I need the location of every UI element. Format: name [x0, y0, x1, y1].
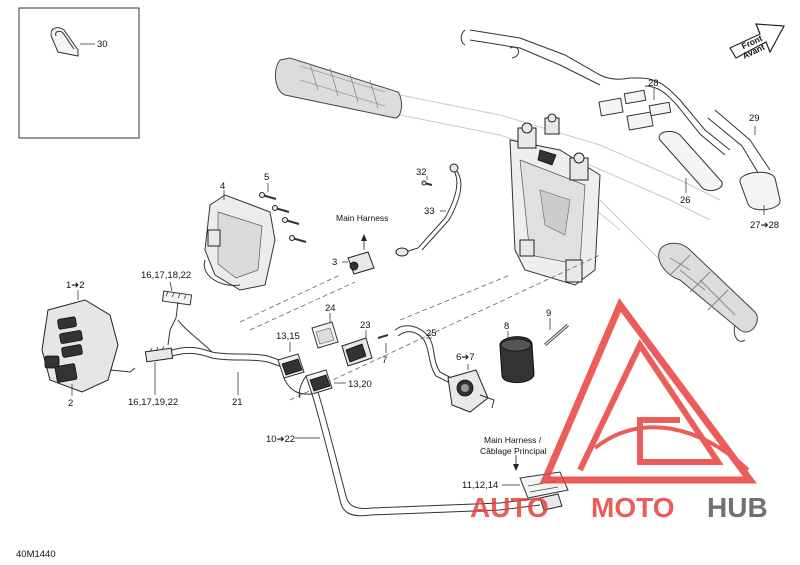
callout-25: 25	[426, 328, 437, 339]
callout-33: 33	[424, 206, 435, 217]
callout-29: 29	[749, 113, 760, 124]
part-4-housing	[203, 190, 276, 291]
part-23-24-connectors	[311, 313, 389, 367]
drawing-code: 40M1440	[16, 549, 56, 560]
callout-28: 28	[648, 78, 659, 89]
routing-dashes	[239, 254, 601, 401]
watermark-word-hub: HUB	[707, 492, 768, 523]
part-21-harness	[171, 319, 286, 395]
part-13-connectors	[277, 342, 346, 395]
part-16-22-connectors	[144, 281, 193, 395]
front-direction-arrow	[729, 23, 785, 59]
part-29-cable	[707, 109, 781, 215]
callout-27-28: 27➔28	[750, 220, 779, 231]
part-25-wiring	[394, 325, 456, 385]
callout-16-17-19-22: 16,17,19,22	[128, 397, 178, 408]
watermark-word-moto: MOTO	[591, 492, 674, 523]
throttle-tube	[460, 29, 640, 86]
watermark-logo: AUTO MOTO HUB	[470, 298, 768, 523]
callout-13-15: 13,15	[276, 331, 300, 342]
callout-1-2: 1➔2	[66, 280, 85, 291]
part-26-sleeve	[658, 130, 723, 193]
watermark-triangle-outer	[539, 298, 757, 484]
callout-3: 3	[332, 257, 337, 268]
callout-11-12-14: 11,12,14	[462, 480, 498, 491]
connectors-28	[598, 77, 731, 156]
part-9-pin	[544, 318, 569, 347]
callout-16-17-18-22: 16,17,18,22	[141, 270, 191, 281]
callout-5: 5	[264, 172, 269, 183]
main-harness-label: Main Harness	[336, 213, 388, 223]
callout-26: 26	[680, 195, 691, 206]
callout-23: 23	[360, 320, 371, 331]
part-1-2-switch-housing	[41, 290, 136, 396]
main-harness-bilingual-label-line1: Main Harness /	[484, 435, 542, 445]
callout-30: 30	[97, 39, 108, 50]
callout-32: 32	[416, 167, 427, 178]
part-5-screws	[259, 183, 307, 243]
watermark-word-auto: AUTO	[470, 492, 549, 523]
part-8-cap	[499, 331, 535, 383]
callout-13-20: 13,20	[348, 379, 372, 390]
callout-6-7: 6➔7	[456, 352, 475, 363]
callout-7: 7	[382, 355, 387, 366]
part-33-ground-strap	[395, 163, 462, 257]
watermark-triangle-inner	[577, 338, 724, 472]
watermark-swoosh	[593, 425, 750, 472]
steering-riser	[509, 113, 601, 286]
callout-2: 2	[68, 398, 73, 409]
right-grip	[658, 242, 758, 342]
callout-8: 8	[504, 321, 509, 332]
callout-24: 24	[325, 303, 336, 314]
callout-9: 9	[546, 308, 551, 319]
part-10-22-harness	[295, 375, 541, 517]
part-6-7-switch	[447, 364, 495, 413]
callout-10-22: 10➔22	[266, 434, 295, 445]
main-harness-bilingual-label-line2: Câblage Principal	[480, 446, 547, 456]
callout-21: 21	[232, 397, 243, 408]
callout-4: 4	[220, 181, 225, 192]
left-grip	[274, 57, 403, 119]
part-3-connector	[342, 234, 375, 275]
inset-box-part-30	[18, 7, 140, 139]
callout-labels: 30 28 29 26 27➔28 4 5 32 33 3 1➔2 2 16,1…	[66, 39, 779, 491]
